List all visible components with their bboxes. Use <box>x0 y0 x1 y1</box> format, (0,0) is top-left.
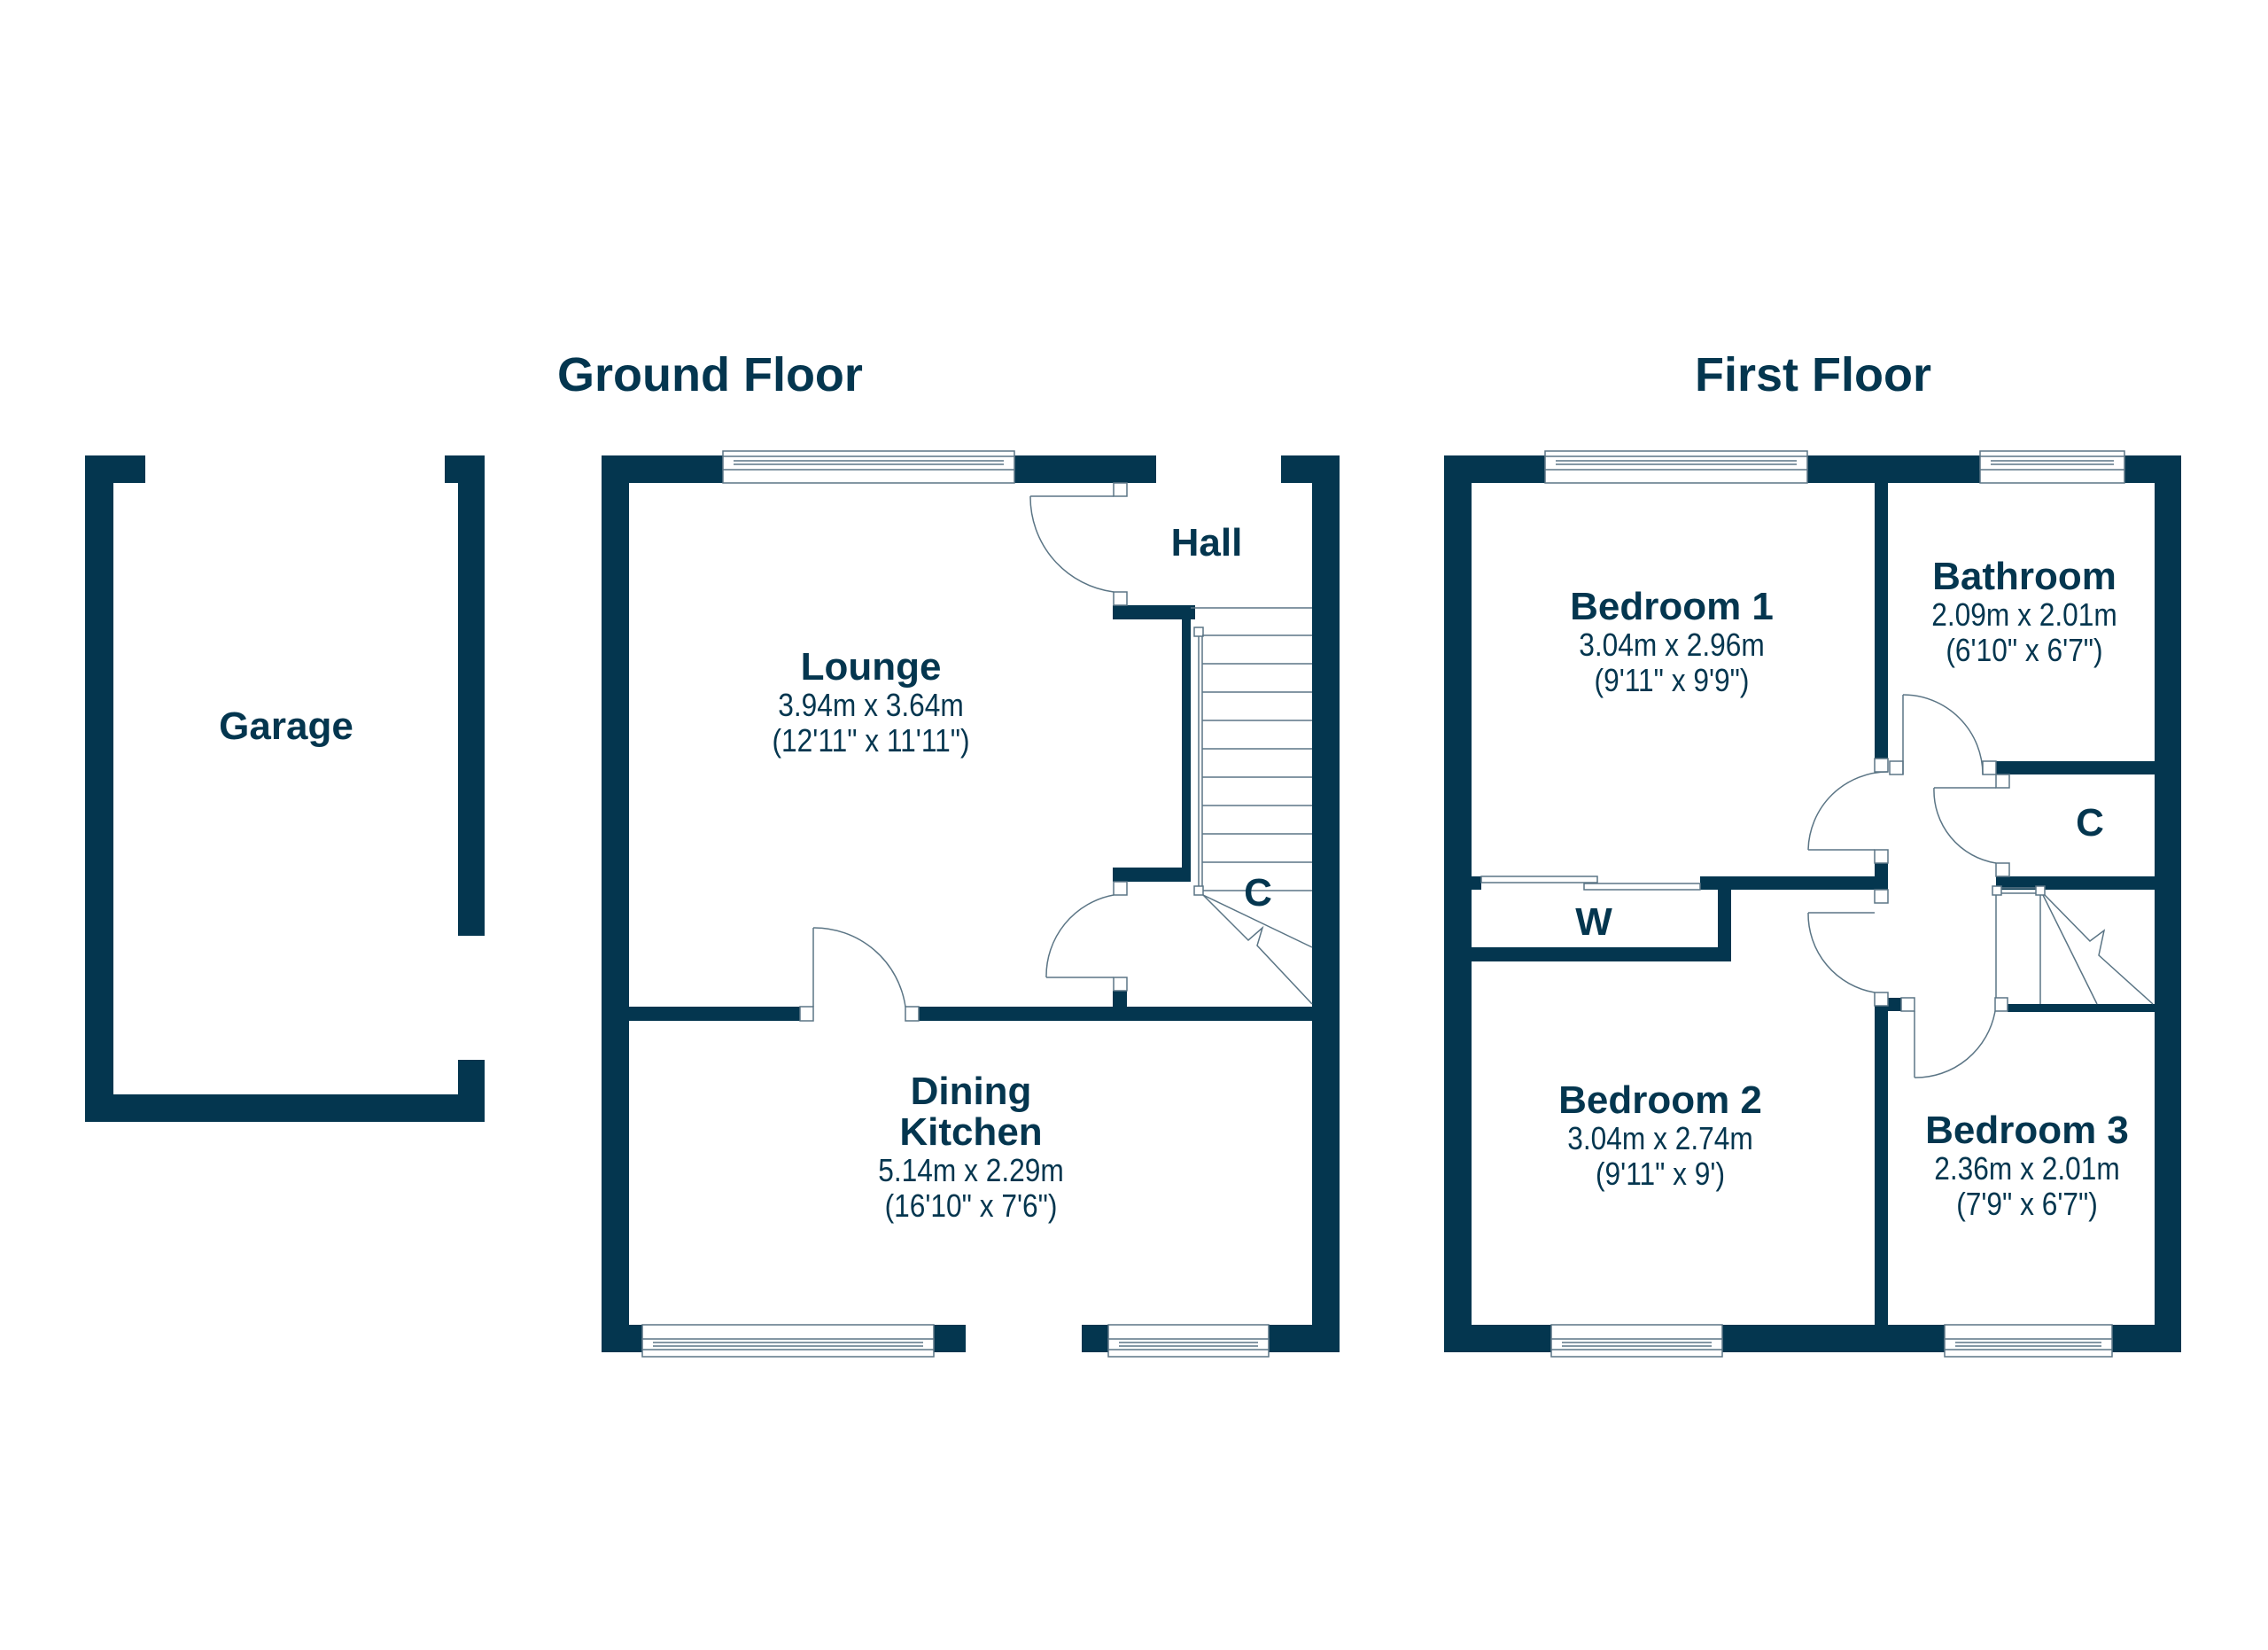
first-wall-bottom-right-b <box>2112 1325 2181 1352</box>
room-metric: 2.36m x 2.01m <box>1934 1150 2120 1187</box>
room-imperial: (16'10" x 7'6") <box>884 1187 1058 1224</box>
wardrobe-wall-bottom <box>1472 947 1731 961</box>
ground-wall-left <box>602 455 629 1352</box>
first-wall-bottom-left <box>1444 1325 1551 1352</box>
bed1-bath-wall <box>1875 483 1888 759</box>
room-name: Bedroom 2 <box>1558 1078 1762 1122</box>
room-name: Hall <box>1170 521 1243 564</box>
room-dining-kitchen: Dining Kitchen 5.14m x 2.29m (16'10" x 7… <box>866 1071 1076 1224</box>
room-imperial: (6'10" x 6'7") <box>1946 632 2103 668</box>
room-metric: 5.14m x 2.29m <box>878 1152 1064 1188</box>
ground-wall-bottom-right <box>1269 1325 1340 1352</box>
room-name: Bedroom 1 <box>1570 585 1774 628</box>
window-bathroom <box>1979 450 2125 484</box>
room-imperial: (7'9" x 6'7") <box>1956 1186 2098 1222</box>
landing-wall-corner <box>1888 998 1901 1011</box>
room-lounge: Lounge 3.94m x 3.64m (12'11" x 11'11") <box>758 647 983 759</box>
room-imperial: (9'11" x 9') <box>1595 1156 1725 1192</box>
room-cupboard-ground: C <box>1244 871 1272 915</box>
landing-wall-stub <box>1875 863 1888 890</box>
room-metric: 3.04m x 2.74m <box>1567 1120 1753 1156</box>
room-metric: 3.94m x 3.64m <box>778 687 964 723</box>
room-bathroom: Bathroom 2.09m x 2.01m (6'10" x 6'7") <box>1919 556 2130 668</box>
window-bedroom3 <box>1944 1324 2113 1358</box>
stair-bed3-wall <box>2008 1004 2155 1012</box>
room-cupboard-first: C <box>2076 801 2104 844</box>
cupboard-door-ground <box>1045 881 1128 992</box>
room-metric: 3.04m x 2.96m <box>1579 627 1765 663</box>
room-name: Bedroom 3 <box>1925 1109 2129 1152</box>
window-kitchen-right <box>1107 1324 1270 1358</box>
window-lounge <box>722 450 1015 484</box>
doors-and-stairs <box>799 482 2154 1078</box>
lounge-kitchen-door <box>799 927 920 1022</box>
garage-wall-bottom <box>85 1094 485 1122</box>
first-floor-title: First Floor <box>1695 348 1931 401</box>
hall-door <box>1029 482 1128 606</box>
first-wall-right <box>2155 455 2181 1352</box>
window-bedroom2 <box>1550 1324 1723 1358</box>
room-name: Lounge <box>800 645 942 689</box>
ground-floor-title: Ground Floor <box>557 348 863 401</box>
hall-stub-wall-bottom <box>1113 868 1191 882</box>
window-kitchen-left <box>641 1324 935 1358</box>
bedroom3-door <box>1900 997 2008 1078</box>
bed1-wardrobe-wall <box>1700 876 1888 890</box>
first-wall-top-mid <box>1807 455 1980 483</box>
bed2-bed3-wall <box>1875 1006 1888 1325</box>
room-imperial: (9'11" x 9'9") <box>1594 662 1750 698</box>
bedroom2-door <box>1807 889 1889 1007</box>
garage-wall-left <box>85 455 113 1122</box>
ground-stairs <box>1191 607 1313 1005</box>
first-stairs <box>1992 885 2154 1005</box>
room-metric: 2.09m x 2.01m <box>1931 596 2117 633</box>
room-hall: Hall <box>1171 523 1243 564</box>
bedroom1-door <box>1807 771 1889 864</box>
room-bedroom-3: Bedroom 3 2.36m x 2.01m (7'9" x 6'7") <box>1922 1110 2132 1222</box>
windows <box>641 450 2125 1358</box>
stair-side-wall <box>1182 605 1191 882</box>
ground-wall-bottom-mid-right <box>1082 1325 1108 1352</box>
ground-wall-top-mid <box>1014 455 1156 483</box>
ground-wall-bottom-mid-left <box>934 1325 966 1352</box>
lounge-kitchen-wall-left <box>629 1007 800 1021</box>
garage-wall-right-lower <box>458 1060 485 1122</box>
ground-wall-bottom-left <box>602 1325 642 1352</box>
lounge-kitchen-wall-right <box>919 1007 1312 1021</box>
room-name: Bathroom <box>1932 555 2117 598</box>
room-wardrobe: W <box>1575 900 1612 944</box>
garage-wall-right-upper <box>458 455 485 936</box>
ground-wall-right <box>1312 455 1340 1352</box>
wardrobe-wall-left-stub <box>1472 876 1481 890</box>
room-name: Garage <box>219 704 353 748</box>
bath-cupboard-wall <box>1996 761 2155 774</box>
cupboard-door-first <box>1933 774 2010 877</box>
room-imperial: (12'11" x 11'11") <box>772 722 970 759</box>
wardrobe-wall-right <box>1718 890 1731 961</box>
room-bedroom-1: Bedroom 1 3.04m x 2.96m (9'11" x 9'9") <box>1566 587 1777 698</box>
window-bedroom1 <box>1544 450 1808 484</box>
first-wall-left <box>1444 455 1472 1352</box>
room-name-line2: Kitchen <box>899 1110 1043 1154</box>
bathroom-door <box>1874 694 1997 775</box>
cupboard-door-stub <box>1113 991 1127 1007</box>
room-garage: Garage <box>219 706 353 747</box>
wardrobe-sliding-doors <box>1480 876 1701 891</box>
room-bedroom-2: Bedroom 2 3.04m x 2.74m (9'11" x 9') <box>1555 1080 1766 1192</box>
hall-stub-wall-top <box>1113 605 1195 619</box>
walls <box>85 455 2181 1352</box>
room-name-line1: Dining <box>910 1070 1032 1113</box>
